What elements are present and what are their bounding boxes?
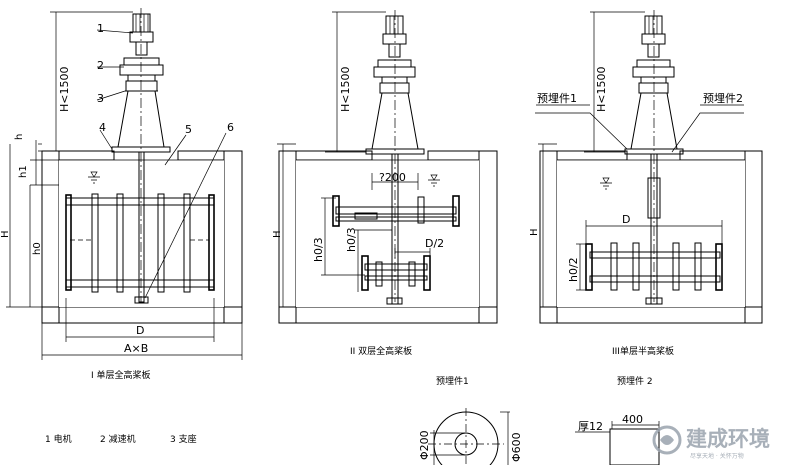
dim-D: D [136, 324, 144, 337]
dim-h0-3-lower: h0/3 [312, 237, 325, 262]
caption-figure-3: III单层半高桨板 [612, 345, 674, 357]
caption-detail-2: 预埋件 2 [617, 375, 653, 387]
shaft-and-paddles [332, 153, 460, 305]
figure-1-single-layer-full-height: 1 2 3 4 5 6 H<1500 h h1 H h0 D A×B [0, 8, 243, 360]
tank-wall [41, 150, 243, 324]
dimension-lines [277, 11, 431, 307]
callout-4: 4 [99, 121, 106, 134]
callout-2: 2 [97, 59, 104, 72]
caption-figure-1: I 单层全高桨板 [91, 369, 151, 381]
figure-3-single-layer-half-height: H<1500 预埋件1 预埋件2 H D h0/2 [529, 10, 763, 324]
watermark-logo: 建成环境 尽享天地 · 关怀万物 [652, 425, 770, 460]
watermark-tagline: 尽享天地 · 关怀万物 [690, 452, 744, 460]
label-embed-1: 预埋件1 [537, 92, 577, 105]
watermark-name: 建成环境 [686, 427, 770, 451]
dim-AxB: A×B [124, 342, 148, 355]
legend-support: 3 支座 [170, 433, 197, 445]
drive-assembly [624, 10, 684, 302]
dim-h1: h1 [18, 165, 29, 178]
callout-1: 1 [97, 22, 104, 35]
dim-H: H [529, 228, 540, 236]
dim-thickness-12: 厚12 [578, 420, 603, 433]
detail-embedded-part-1: Φ200 Φ600 [418, 408, 523, 465]
callout-3: 3 [97, 92, 104, 105]
shaft-and-paddles [585, 153, 723, 305]
caption-detail-1: 预埋件1 [436, 375, 469, 387]
legend-motor: 1 电机 [45, 433, 72, 445]
water-level-mark [88, 171, 100, 184]
dim-h0-3-upper: h0/3 [345, 227, 358, 252]
dim-h0: h0 [32, 242, 43, 255]
legend-reducer: 2 减速机 [100, 433, 136, 445]
water-level-mark [428, 174, 440, 187]
dimension-lines [6, 11, 243, 360]
water-level-mark [600, 177, 612, 190]
callout-6: 6 [227, 121, 234, 134]
tank-wall [278, 150, 498, 324]
dim-width-400: 400 [622, 413, 643, 426]
dim-h-lt-1500: H<1500 [58, 67, 71, 112]
dim-h: h [14, 134, 25, 140]
dim-D: D [622, 213, 630, 226]
caption-figure-2: II 双层全高桨板 [350, 345, 412, 357]
dim-h0-half: h0/2 [567, 257, 580, 282]
figure-2-double-layer-full-height: H<1500 H ?200 h0/3 h0/3 D/2 [272, 10, 498, 324]
dim-phi-600: Φ600 [510, 432, 523, 462]
dim-D-half: D/2 [425, 237, 444, 250]
dim-h-lt-1500: H<1500 [339, 67, 352, 112]
dimension-lines [538, 11, 723, 307]
drive-assembly [111, 8, 171, 302]
label-embed-2: 预埋件2 [703, 92, 743, 105]
callout-leaders [535, 104, 744, 153]
detail-embedded-part-2: 400 厚12 [575, 413, 660, 465]
dim-H: H [0, 230, 11, 238]
callout-5: 5 [185, 123, 192, 136]
shaft-and-paddles [65, 151, 215, 304]
dim-H: H [272, 230, 283, 238]
callout-leaders [96, 29, 227, 299]
dim-phi-200: Φ200 [418, 430, 431, 460]
legend: 1 电机 2 减速机 3 支座 [45, 433, 197, 445]
dim-h-lt-1500: H<1500 [595, 67, 608, 112]
dim-d200: ?200 [379, 171, 406, 184]
